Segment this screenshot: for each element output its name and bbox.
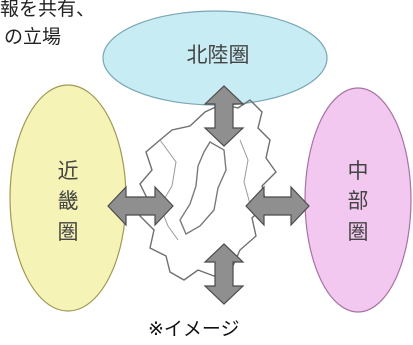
region-east-char-1: 中	[347, 159, 369, 183]
region-east-ellipse	[304, 87, 412, 313]
arrow-west	[107, 185, 174, 227]
region-west-char-1: 近	[57, 159, 79, 183]
region-east-char-2: 部	[347, 189, 369, 214]
region-east-label: 中 部 圏	[343, 156, 373, 247]
map-inner-line	[159, 139, 251, 241]
intro-text-line-1: 報を共有、	[0, 0, 96, 20]
arrow-south	[203, 243, 245, 305]
arrow-north	[203, 85, 245, 147]
region-north-label: 北陸圏	[186, 43, 250, 67]
map-outline	[139, 99, 277, 281]
intro-text-line-2: の立場	[4, 26, 62, 48]
region-west-char-2: 畿	[57, 189, 79, 214]
arrow-east	[245, 185, 310, 227]
map-lake	[179, 141, 227, 235]
image-caption: ※イメージ	[148, 318, 240, 340]
region-west-label: 近 畿 圏	[53, 156, 83, 247]
center-map	[139, 99, 277, 281]
region-east-char-3: 圏	[347, 219, 369, 244]
region-west-char-3: 圏	[57, 219, 79, 244]
